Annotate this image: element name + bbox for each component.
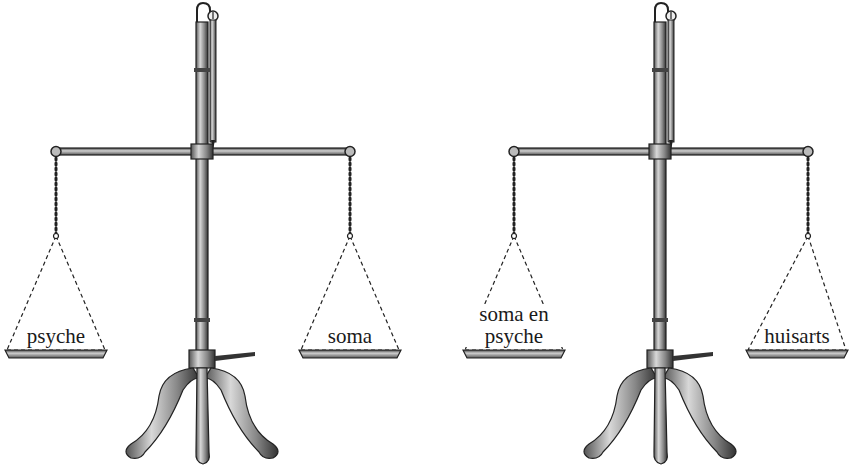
pan-plate bbox=[299, 350, 401, 358]
pan-plate bbox=[463, 350, 565, 358]
pan-ring bbox=[806, 234, 811, 239]
pan-label: huisarts bbox=[762, 326, 831, 347]
pan-label: soma en psyche bbox=[462, 304, 566, 347]
pan-plate bbox=[746, 350, 848, 358]
balance-stand bbox=[509, 3, 813, 464]
pan-cords bbox=[7, 236, 105, 350]
scale-pan: soma en psyche bbox=[462, 232, 566, 360]
pan-plate bbox=[5, 350, 107, 358]
pan-label-group: huisarts bbox=[745, 326, 849, 347]
balance-stand bbox=[51, 3, 355, 464]
pan-label-group: soma en psyche bbox=[462, 304, 566, 347]
pan-ring bbox=[512, 234, 517, 239]
scale-pan: soma bbox=[298, 232, 402, 360]
scale-pan: psyche bbox=[4, 232, 108, 360]
pan-label: psyche bbox=[25, 326, 87, 347]
scale-pan: huisarts bbox=[745, 232, 849, 360]
pan-label-group: soma bbox=[298, 326, 402, 347]
pan-ring bbox=[54, 234, 59, 239]
pan-ring bbox=[348, 234, 353, 239]
pan-label-group: psyche bbox=[4, 326, 108, 347]
pan-label: soma bbox=[326, 326, 374, 347]
pan-cords bbox=[301, 236, 399, 350]
pan-cords bbox=[748, 236, 846, 350]
